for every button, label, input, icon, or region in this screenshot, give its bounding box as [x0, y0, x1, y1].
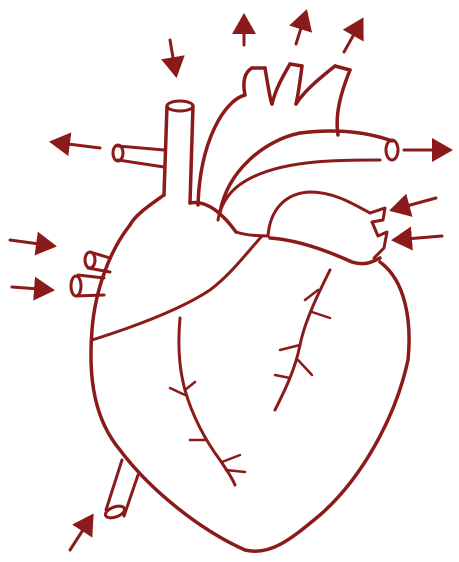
- arrow-pulmonary-vein-lower: [394, 236, 442, 240]
- inferior-vena-cava: [104, 460, 138, 520]
- pulmonary-trunk: [218, 131, 398, 220]
- posterior-coronary-vessel: [275, 270, 330, 410]
- arrow-into-ivc: [70, 516, 92, 550]
- left-side-stub-vessel: [113, 145, 164, 167]
- heart-outline: [91, 225, 409, 551]
- arrow-aortic-branch-3: [344, 20, 362, 52]
- aortic-arch: [198, 64, 350, 205]
- superior-vena-cava: [164, 101, 193, 203]
- arrow-into-svc: [170, 40, 176, 75]
- arrow-pulmonary-vein-upper: [392, 198, 436, 210]
- arrow-right-vein-upper: [10, 240, 54, 246]
- arrow-right-vein-lower: [12, 287, 52, 290]
- anterior-coronary-vessel: [170, 318, 245, 485]
- arrow-aortic-branch-2: [296, 12, 306, 44]
- left-atrium: [268, 192, 387, 264]
- right-auricle: [130, 195, 236, 232]
- arrow-left-pulmonary-artery: [52, 142, 100, 148]
